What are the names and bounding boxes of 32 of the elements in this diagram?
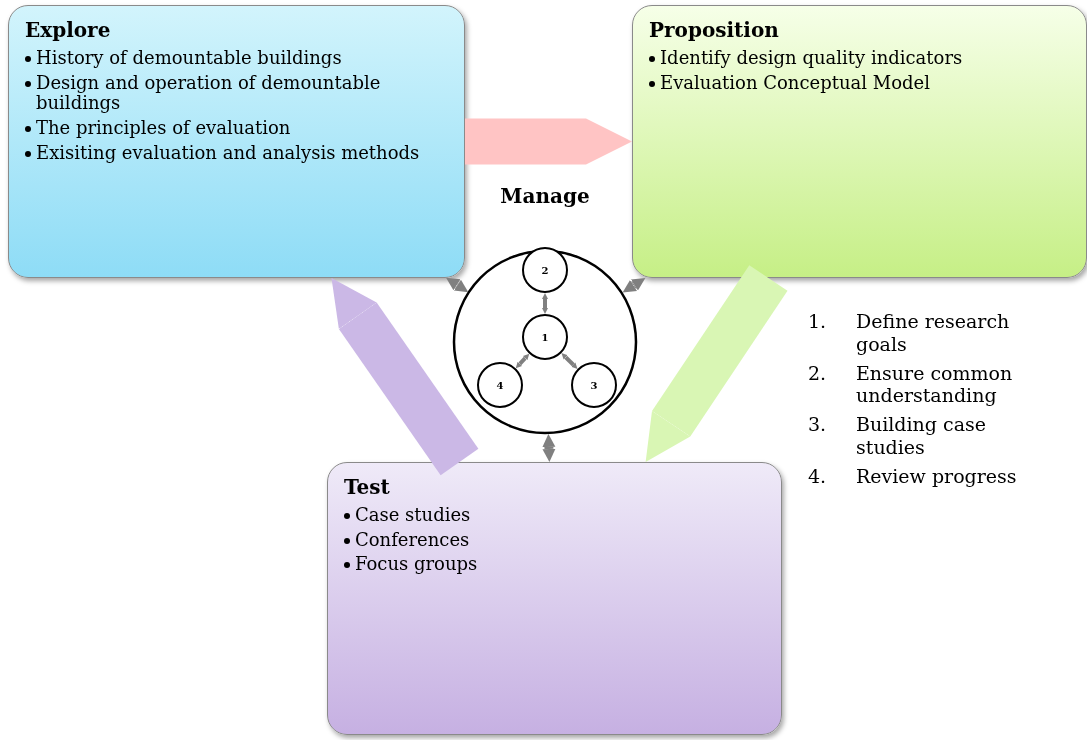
block-arrow: [465, 118, 632, 165]
list-item: Building case studies: [856, 413, 987, 459]
box-heading: Proposition: [649, 18, 780, 42]
bullet-item: Focus groups: [355, 554, 478, 576]
list-item: Ensure common understanding: [856, 361, 1014, 408]
bullet-item: History of demountable buildings: [36, 48, 342, 69]
circle-heading: Manage: [499, 184, 591, 208]
list-number: 4.: [808, 464, 828, 488]
double-arrow: [542, 293, 548, 314]
bullet-item: Design and operation of demountable buildings: [36, 72, 382, 115]
block-arrow: [645, 265, 788, 462]
double-arrow: [446, 277, 469, 293]
list-number: 2.: [808, 361, 828, 386]
double-arrow: [515, 353, 530, 369]
bullet-item: Case studies: [355, 505, 471, 526]
list-number: 3.: [808, 413, 828, 438]
list-number: 1.: [808, 310, 828, 334]
list-item: Review progress: [856, 464, 1018, 488]
stage-box: [327, 462, 782, 735]
bullet-item: The principles of evaluation: [36, 118, 291, 139]
bullet-item: Conferences: [355, 529, 470, 551]
stage-box: [8, 5, 465, 278]
list-item: Define research goals: [856, 310, 1011, 356]
double-arrow: [622, 278, 646, 293]
double-arrow: [542, 433, 556, 462]
double-arrow: [561, 353, 578, 369]
stage-box: [632, 5, 1087, 278]
bullet-item: Identify design quality indicators: [660, 48, 963, 69]
box-heading: Test: [344, 475, 391, 499]
box-heading: Explore: [25, 18, 112, 42]
bullet-item: Exisiting evaluation and analysis methods: [36, 142, 420, 164]
bullet-item: Evaluation Conceptual Model: [660, 72, 930, 94]
